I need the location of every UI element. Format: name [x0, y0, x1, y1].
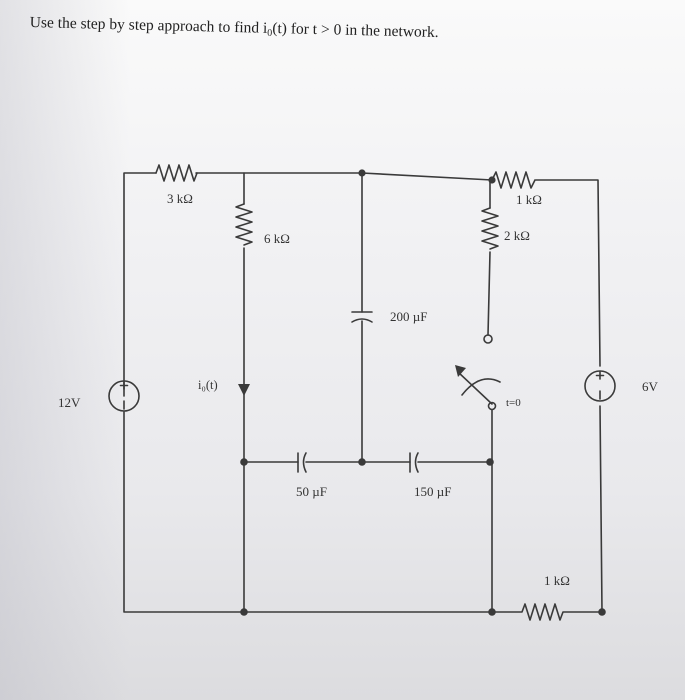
wire-right-lower	[599, 405, 603, 613]
wire-left-top	[123, 172, 157, 397]
wire-top-middle	[195, 172, 493, 181]
label-current: i₀(t)	[198, 378, 218, 392]
label-1k-top: 1 kΩ	[516, 192, 542, 207]
wire-2k-bottom	[487, 251, 491, 336]
resistor-2k	[481, 207, 499, 250]
switch-blade	[457, 371, 493, 405]
resistor-1k-top	[491, 171, 536, 189]
node-cap-left	[240, 458, 248, 466]
node-top-middle	[358, 169, 366, 177]
label-12v: 12V	[58, 395, 81, 410]
source-12v-plus	[119, 381, 129, 390]
wire-top-right	[535, 179, 601, 367]
resistor-3k	[155, 164, 198, 182]
node-top-right	[488, 176, 496, 184]
label-2k: 2 kΩ	[504, 228, 530, 243]
label-50uf: 50 µF	[296, 484, 327, 499]
source-6v-circle	[584, 370, 616, 402]
source-12v-circle	[108, 380, 140, 412]
label-1k-bottom: 1 kΩ	[544, 573, 570, 588]
label-3k: 3 kΩ	[167, 191, 193, 206]
switch-arc	[461, 378, 501, 396]
label-6k: 6 kΩ	[264, 231, 290, 246]
switch-contact-top	[483, 334, 493, 344]
photo-shadow	[0, 0, 130, 700]
node-bottom-left	[240, 608, 248, 616]
label-switch-time: t=0	[506, 397, 521, 409]
node-cap-right	[486, 458, 494, 466]
current-arrow	[238, 384, 250, 396]
cap-150uf-plate2	[414, 452, 419, 473]
label-6v: 6V	[642, 379, 659, 394]
node-cap-middle	[358, 458, 366, 466]
switch-arrow-head	[455, 365, 466, 377]
label-150uf: 150 µF	[414, 484, 451, 499]
node-bottom-far-right	[598, 608, 606, 616]
wire-bottom	[123, 411, 493, 613]
resistor-6k	[235, 203, 253, 246]
cap-200uf-plate2	[351, 318, 373, 323]
source-6v-plus	[595, 371, 605, 380]
node-bottom-right	[488, 608, 496, 616]
cap-50uf-plate2	[302, 452, 307, 473]
resistor-1k-bottom	[491, 603, 600, 621]
label-200uf: 200 µF	[390, 309, 427, 324]
